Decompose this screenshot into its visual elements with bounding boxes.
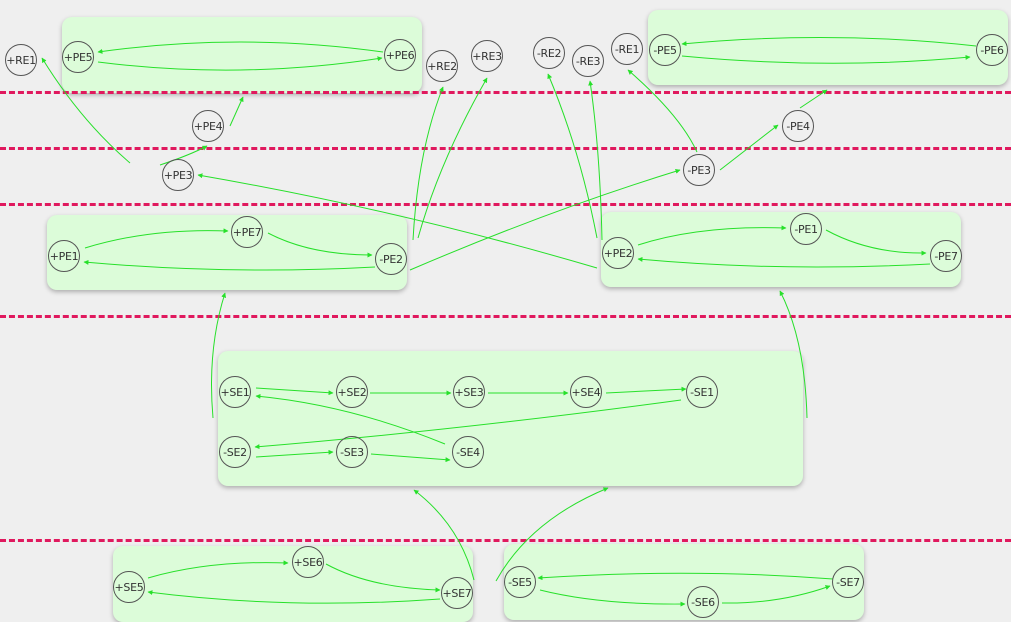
group-box-pe1-pe7-pe2-plus bbox=[47, 215, 407, 290]
node-minus-re3[interactable]: -RE3 bbox=[572, 45, 604, 77]
edge-pSE7-pSE5 bbox=[147, 590, 441, 604]
group-box-pe2-pe1-pe7-minus bbox=[601, 212, 961, 287]
node-plus-se4[interactable]: +SE4 bbox=[570, 376, 602, 408]
node-plus-pe6[interactable]: +PE6 bbox=[384, 39, 416, 71]
edge-mPE2-mPE3 bbox=[409, 168, 681, 271]
edge-mSE4-pSE1 bbox=[255, 393, 446, 445]
edge-mPE3-mRE1 bbox=[627, 69, 698, 153]
edge-pPE5-pPE6 bbox=[97, 56, 383, 71]
node-plus-pe1[interactable]: +PE1 bbox=[48, 240, 80, 272]
node-plus-se2[interactable]: +SE2 bbox=[336, 376, 368, 408]
edge-pPE6-pPE5 bbox=[97, 41, 384, 54]
edge-pPE2-mRE3 bbox=[588, 80, 603, 241]
edge-pPE7-mPE2 bbox=[267, 232, 373, 258]
edge-pPE2-pPE3 bbox=[197, 173, 598, 269]
edge-sebox-mPE2box bbox=[779, 290, 808, 419]
edge-pSE1-pSE2 bbox=[255, 387, 334, 396]
node-plus-re3[interactable]: +RE3 bbox=[471, 40, 503, 72]
node-minus-pe2[interactable]: -PE2 bbox=[375, 243, 407, 275]
node-plus-pe7[interactable]: +PE7 bbox=[231, 216, 263, 248]
node-minus-re1[interactable]: -RE1 bbox=[611, 33, 643, 65]
edge-mSE3-mSE4 bbox=[370, 453, 451, 463]
node-minus-pe5[interactable]: -PE5 bbox=[649, 34, 681, 66]
node-minus-pe7[interactable]: -PE7 bbox=[930, 240, 962, 272]
level-separator-5 bbox=[0, 539, 1011, 542]
node-minus-pe6[interactable]: -PE6 bbox=[976, 34, 1008, 66]
edge-mPE3-mPE4 bbox=[719, 124, 779, 171]
node-minus-pe4[interactable]: -PE4 bbox=[782, 110, 814, 142]
node-plus-se5[interactable]: +SE5 bbox=[113, 571, 145, 603]
edge-mSE5-sebox bbox=[495, 487, 609, 582]
node-plus-se7[interactable]: +SE7 bbox=[441, 577, 473, 609]
group-box-se-core bbox=[218, 351, 803, 486]
node-plus-pe2[interactable]: +PE2 bbox=[602, 237, 634, 269]
edge-mPE4-mPE4box bbox=[799, 89, 828, 109]
group-box-pe5-pe6-minus bbox=[648, 10, 1008, 85]
node-plus-pe4[interactable]: +PE4 bbox=[192, 110, 224, 142]
edge-pSE6-pSE7 bbox=[325, 563, 441, 593]
node-minus-se5[interactable]: -SE5 bbox=[504, 566, 536, 598]
level-separator-2 bbox=[0, 147, 1011, 150]
level-separator-1 bbox=[0, 91, 1011, 94]
edge-mSE2-mSE3 bbox=[255, 449, 334, 458]
node-plus-se1[interactable]: +SE1 bbox=[219, 376, 251, 408]
node-plus-re2[interactable]: +RE2 bbox=[426, 50, 458, 82]
node-minus-se7[interactable]: -SE7 bbox=[832, 566, 864, 598]
edge-pSE4-mSE1 bbox=[605, 386, 687, 394]
edge-mPE6-mPE5 bbox=[681, 36, 977, 47]
edge-mSE7-mSE5 bbox=[537, 572, 834, 581]
edge-mPE2-pRE2 bbox=[412, 86, 444, 241]
edge-pPE1-pPE7 bbox=[84, 228, 229, 249]
edge-mPE2-pPE1 bbox=[83, 259, 376, 271]
edge-pPE3-pRE1 bbox=[41, 57, 131, 164]
node-plus-se6[interactable]: +SE6 bbox=[292, 546, 324, 578]
level-separator-4 bbox=[0, 315, 1011, 318]
node-minus-se4[interactable]: -SE4 bbox=[452, 436, 484, 468]
node-plus-pe5[interactable]: +PE5 bbox=[62, 41, 94, 73]
node-plus-se3[interactable]: +SE3 bbox=[453, 376, 485, 408]
edge-pPE3-pPE4 bbox=[159, 145, 208, 166]
edge-sebox-pPE1box bbox=[211, 292, 227, 419]
edge-mPE7-pPE2 bbox=[637, 256, 931, 268]
edge-pPE2-mRE2 bbox=[547, 73, 598, 239]
node-minus-se3[interactable]: -SE3 bbox=[336, 436, 368, 468]
node-plus-re1[interactable]: +RE1 bbox=[5, 44, 37, 76]
edge-mSE5-mSE6 bbox=[539, 589, 686, 607]
node-minus-pe3[interactable]: -PE3 bbox=[683, 154, 715, 186]
edge-mSE6-mSE7 bbox=[721, 585, 831, 604]
edge-pPE4-pPE4box bbox=[229, 96, 244, 127]
edge-mSE1-mSE2 bbox=[254, 399, 682, 450]
node-minus-se6[interactable]: -SE6 bbox=[687, 586, 719, 618]
node-minus-re2[interactable]: -RE2 bbox=[533, 37, 565, 69]
node-minus-se1[interactable]: -SE1 bbox=[686, 376, 718, 408]
edge-mPE1-mPE7 bbox=[825, 229, 927, 256]
group-box-pe5-pe6-plus bbox=[62, 17, 422, 93]
edge-pSE7-sebox bbox=[413, 489, 475, 581]
node-plus-pe3[interactable]: +PE3 bbox=[162, 159, 194, 191]
group-box-se5-se6-se7-minus bbox=[504, 544, 864, 620]
edge-pSE5-pSE6 bbox=[147, 560, 289, 579]
node-minus-pe1[interactable]: -PE1 bbox=[790, 213, 822, 245]
edge-mPE2-pRE3 bbox=[417, 77, 488, 239]
edge-pPE2-mPE1 bbox=[637, 225, 787, 246]
edge-mPE5-mPE6 bbox=[681, 54, 971, 64]
level-separator-3 bbox=[0, 203, 1011, 206]
node-minus-se2[interactable]: -SE2 bbox=[219, 436, 251, 468]
